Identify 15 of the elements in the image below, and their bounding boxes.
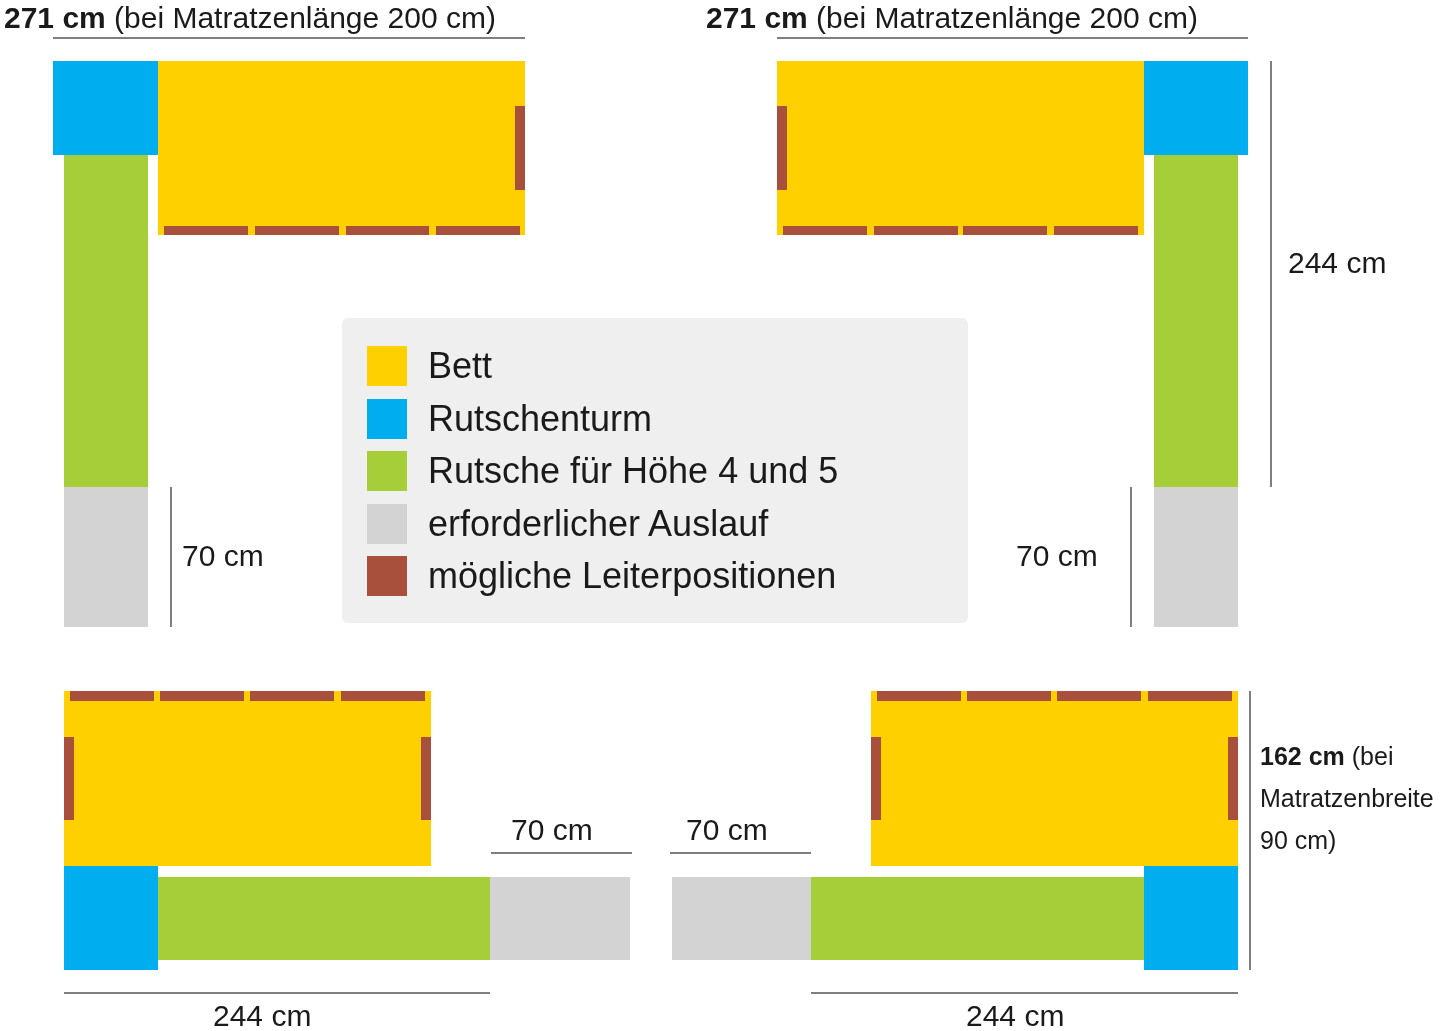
dimension-label: 162 cm (bei Matratzenbreite 90 cm)	[1260, 741, 1435, 856]
legend-label: Rutsche für Höhe 4 und 5	[428, 451, 839, 491]
legend-label: Rutschenturm	[428, 398, 653, 439]
dimension-label: 70 cm	[511, 812, 593, 848]
legend-label: Bett	[428, 346, 493, 386]
dimension-label: 244 cm	[1288, 245, 1387, 281]
dimension-label: 244 cm	[966, 998, 1065, 1031]
dimension-label: 244 cm	[213, 998, 312, 1031]
dimension-label: 271 cm (bei Matratzenlänge 200 cm)	[706, 0, 1198, 36]
legend-label: mögliche Leiterpositionen	[428, 556, 837, 596]
dimension-label: 70 cm	[686, 812, 768, 848]
legend-label: erforderlicher Auslauf	[428, 503, 769, 544]
dimension-label: 70 cm	[182, 538, 264, 574]
dimension-label: 271 cm (bei Matratzenlänge 200 cm)	[4, 0, 496, 36]
dimension-label: 70 cm	[1016, 538, 1098, 574]
